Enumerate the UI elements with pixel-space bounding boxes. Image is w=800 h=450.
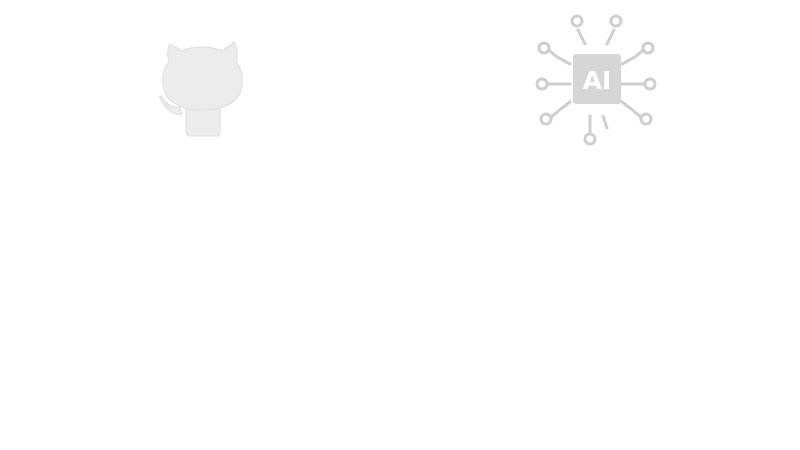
github-octocat-icon[interactable] — [152, 36, 248, 140]
chip-body — [573, 54, 621, 104]
octocat-head — [162, 41, 243, 111]
ai-chip-label: AI — [583, 66, 612, 95]
ai-chip-icon[interactable]: AI — [532, 12, 660, 148]
octocat-silhouette — [159, 41, 243, 137]
circuit-traces — [546, 28, 646, 136]
octocat-tail — [159, 95, 183, 115]
octocat-body — [185, 107, 221, 137]
circuit-nodes — [535, 14, 657, 146]
